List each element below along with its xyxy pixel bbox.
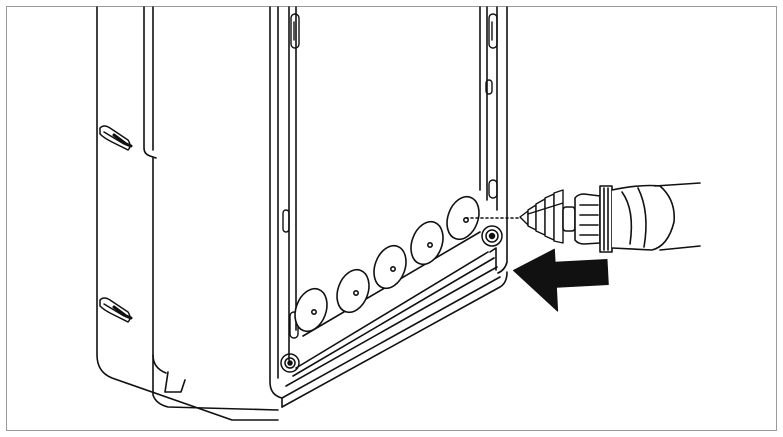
step-drill-bit-icon bbox=[519, 189, 564, 244]
figure-border bbox=[6, 6, 777, 431]
enclosure-lid bbox=[96, 6, 279, 421]
grommet-icon bbox=[373, 244, 407, 290]
screw-icon bbox=[481, 225, 503, 247]
drill-icon bbox=[562, 182, 701, 253]
wall-slot bbox=[485, 13, 498, 199]
grommet-icon bbox=[336, 268, 370, 314]
grommet-icon bbox=[294, 287, 328, 333]
grommet-icon bbox=[410, 220, 444, 266]
direction-arrow-icon bbox=[512, 248, 609, 312]
grommet-icon bbox=[446, 195, 480, 241]
screw-icon bbox=[280, 353, 300, 373]
hinge-icon bbox=[99, 297, 133, 323]
hinge-icon bbox=[99, 125, 133, 151]
